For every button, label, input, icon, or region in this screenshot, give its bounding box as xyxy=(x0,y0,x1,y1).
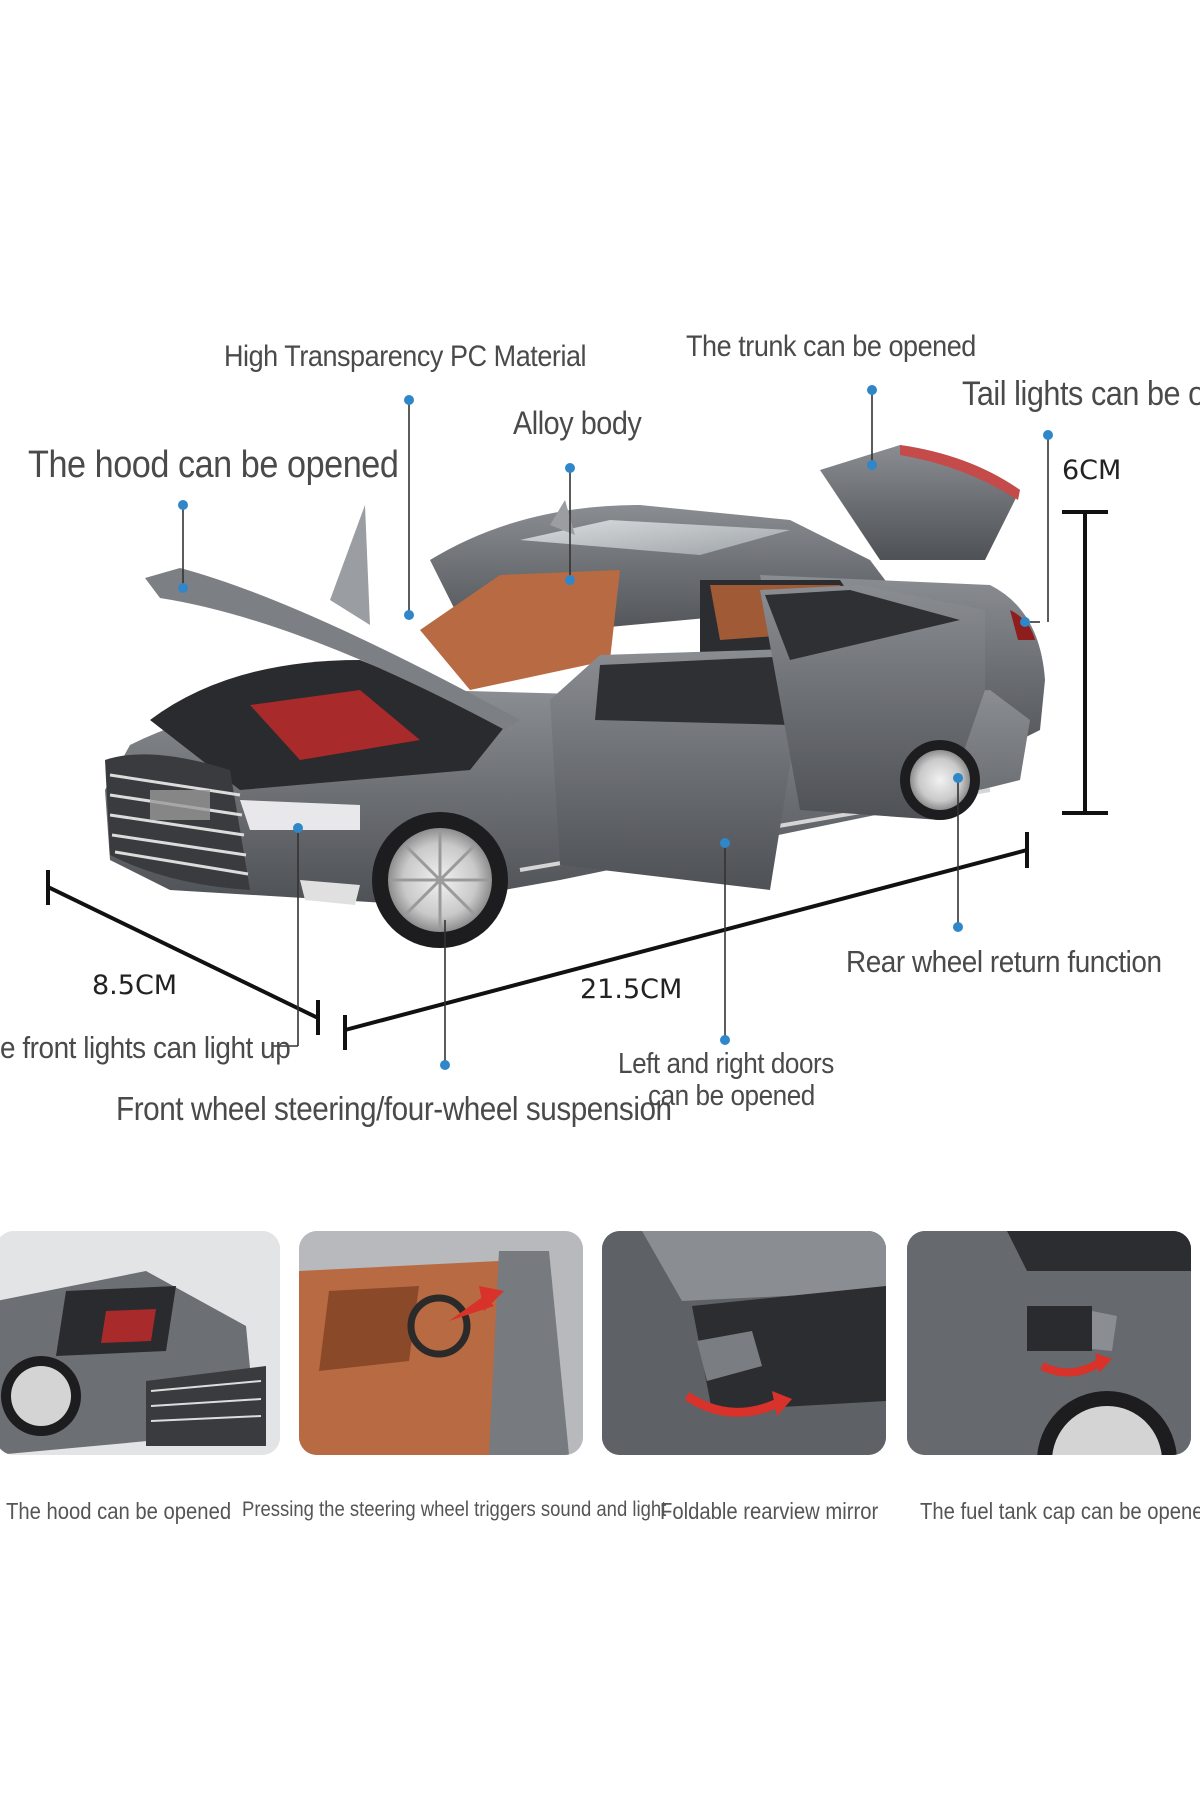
trunk-label: The trunk can be opened xyxy=(686,330,976,363)
tail-lights-label: Tail lights can be o xyxy=(962,375,1200,413)
height-dimension-label: 6CM xyxy=(1062,455,1122,486)
trunk-callout-dot-end xyxy=(867,460,877,470)
feature-caption-fuel-cap: The fuel tank cap can be opened xyxy=(920,1498,1200,1524)
doors-label-line1: Left and right doors xyxy=(618,1048,834,1080)
rear-wheel-label: Rear wheel return function xyxy=(846,944,1162,979)
pc-material-callout-dot-end xyxy=(404,610,414,620)
alloy-body-callout-dot xyxy=(565,463,575,473)
rear-wheel-callout-dot xyxy=(953,773,963,783)
rear-wheel-callout-dot-end xyxy=(953,922,963,932)
feature-thumb-mirror xyxy=(602,1231,886,1455)
feature-thumb-fuel-cap xyxy=(907,1231,1191,1455)
steering-label: Front wheel steering/four-wheel suspensi… xyxy=(116,1090,672,1127)
doors-label-line2: can be opened xyxy=(648,1080,815,1112)
feature-thumb-steering xyxy=(299,1231,583,1455)
feature-caption-steering: Pressing the steering wheel triggers sou… xyxy=(242,1498,667,1521)
feature-thumb-hood xyxy=(0,1231,280,1455)
tail-lights-callout-dot xyxy=(1043,430,1053,440)
hood-callout-dot xyxy=(178,500,188,510)
width-dimension-label: 8.5CM xyxy=(92,970,178,1001)
trunk-callout-dot xyxy=(867,385,877,395)
feature-caption-mirror: Foldable rearview mirror xyxy=(660,1498,879,1524)
pc-material-callout-dot xyxy=(404,395,414,405)
feature-caption-hood: The hood can be opened xyxy=(6,1498,232,1524)
doors-callout-dot xyxy=(720,838,730,848)
alloy-body-callout-dot-end xyxy=(565,575,575,585)
front-lights-callout-dot xyxy=(293,823,303,833)
tail-lights-callout-dot-end xyxy=(1020,617,1030,627)
steering-callout-dot xyxy=(440,1060,450,1070)
length-dimension-label: 21.5CM xyxy=(580,974,683,1005)
alloy-body-label: Alloy body xyxy=(513,405,642,441)
front-lights-label: e front lights can light up xyxy=(0,1030,291,1065)
doors-callout-dot-end xyxy=(720,1035,730,1045)
pc-material-label: High Transparency PC Material xyxy=(224,340,587,373)
hood-callout-dot-end xyxy=(178,583,188,593)
hood-label: The hood can be opened xyxy=(28,444,399,486)
